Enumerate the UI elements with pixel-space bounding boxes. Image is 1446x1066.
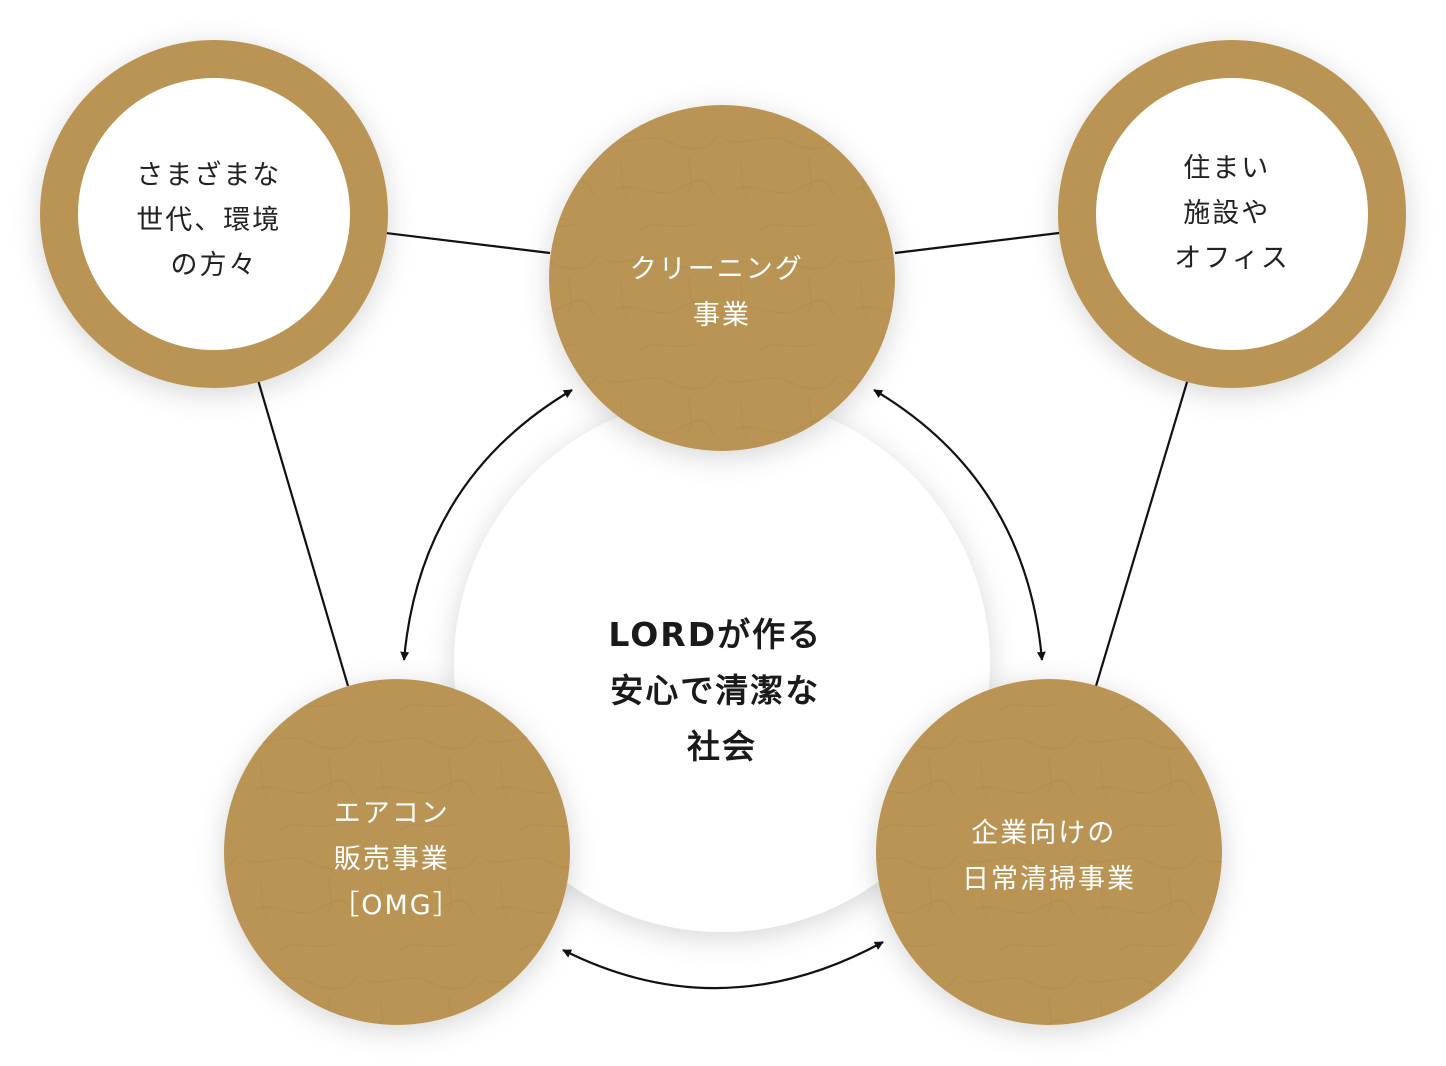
svg-text:クリーニング 事業: クリーニング 事業 xyxy=(630,254,815,331)
cleaning-line-1: クリーニング xyxy=(630,254,804,285)
arrow-cleaning-corporate xyxy=(873,389,1046,661)
svg-text:LORDが作る 安心で清潔な 社会: LORDが作る 安心で清潔な 社会 xyxy=(608,615,835,766)
people-line-1: さまざまな xyxy=(136,160,281,191)
business-node-corporate: 企業向けの 日常清掃事業 xyxy=(876,679,1222,1025)
homes-line-3: オフィス xyxy=(1174,243,1289,274)
arrow-aircon-corporate xyxy=(562,941,884,990)
svg-text:住まい 施設や オフィス: 住まい 施設や オフィス xyxy=(1174,153,1289,274)
aircon-line-1: エアコン xyxy=(334,798,450,829)
business-node-aircon: エアコン 販売事業 ［OMG］ xyxy=(224,679,570,1025)
corporate-line-2: 日常清掃事業 xyxy=(962,864,1136,895)
target-node-homes: 住まい 施設や オフィス xyxy=(1058,40,1406,388)
center-line-3: 社会 xyxy=(687,727,757,766)
business-node-cleaning: クリーニング 事業 xyxy=(549,105,895,451)
people-line-2: 世代、環境 xyxy=(136,205,281,236)
target-node-people: さまざまな 世代、環境 の方々 xyxy=(40,40,388,388)
corporate-line-1: 企業向けの xyxy=(971,818,1116,849)
homes-line-1: 住まい xyxy=(1183,153,1270,184)
aircon-line-3: ［OMG］ xyxy=(332,890,461,921)
arrow-cleaning-aircon xyxy=(400,389,573,661)
aircon-line-2: 販売事業 xyxy=(334,844,450,875)
svg-text:さまざまな 世代、環境 の方々: さまざまな 世代、環境 の方々 xyxy=(136,160,292,281)
homes-line-2: 施設や xyxy=(1183,198,1270,229)
center-line-2: 安心で清潔な xyxy=(610,671,820,710)
svg-text:企業向けの 日常清掃事業: 企業向けの 日常清掃事業 xyxy=(962,818,1136,895)
center-node: LORDが作る 安心で清潔な 社会 xyxy=(454,396,990,932)
cleaning-line-2: 事業 xyxy=(693,300,751,331)
center-line-1: LORDが作る xyxy=(608,615,822,654)
svg-text:エアコン 販売事業 ［OMG］: エアコン 販売事業 ［OMG］ xyxy=(332,798,461,921)
people-line-3: の方々 xyxy=(171,250,258,281)
